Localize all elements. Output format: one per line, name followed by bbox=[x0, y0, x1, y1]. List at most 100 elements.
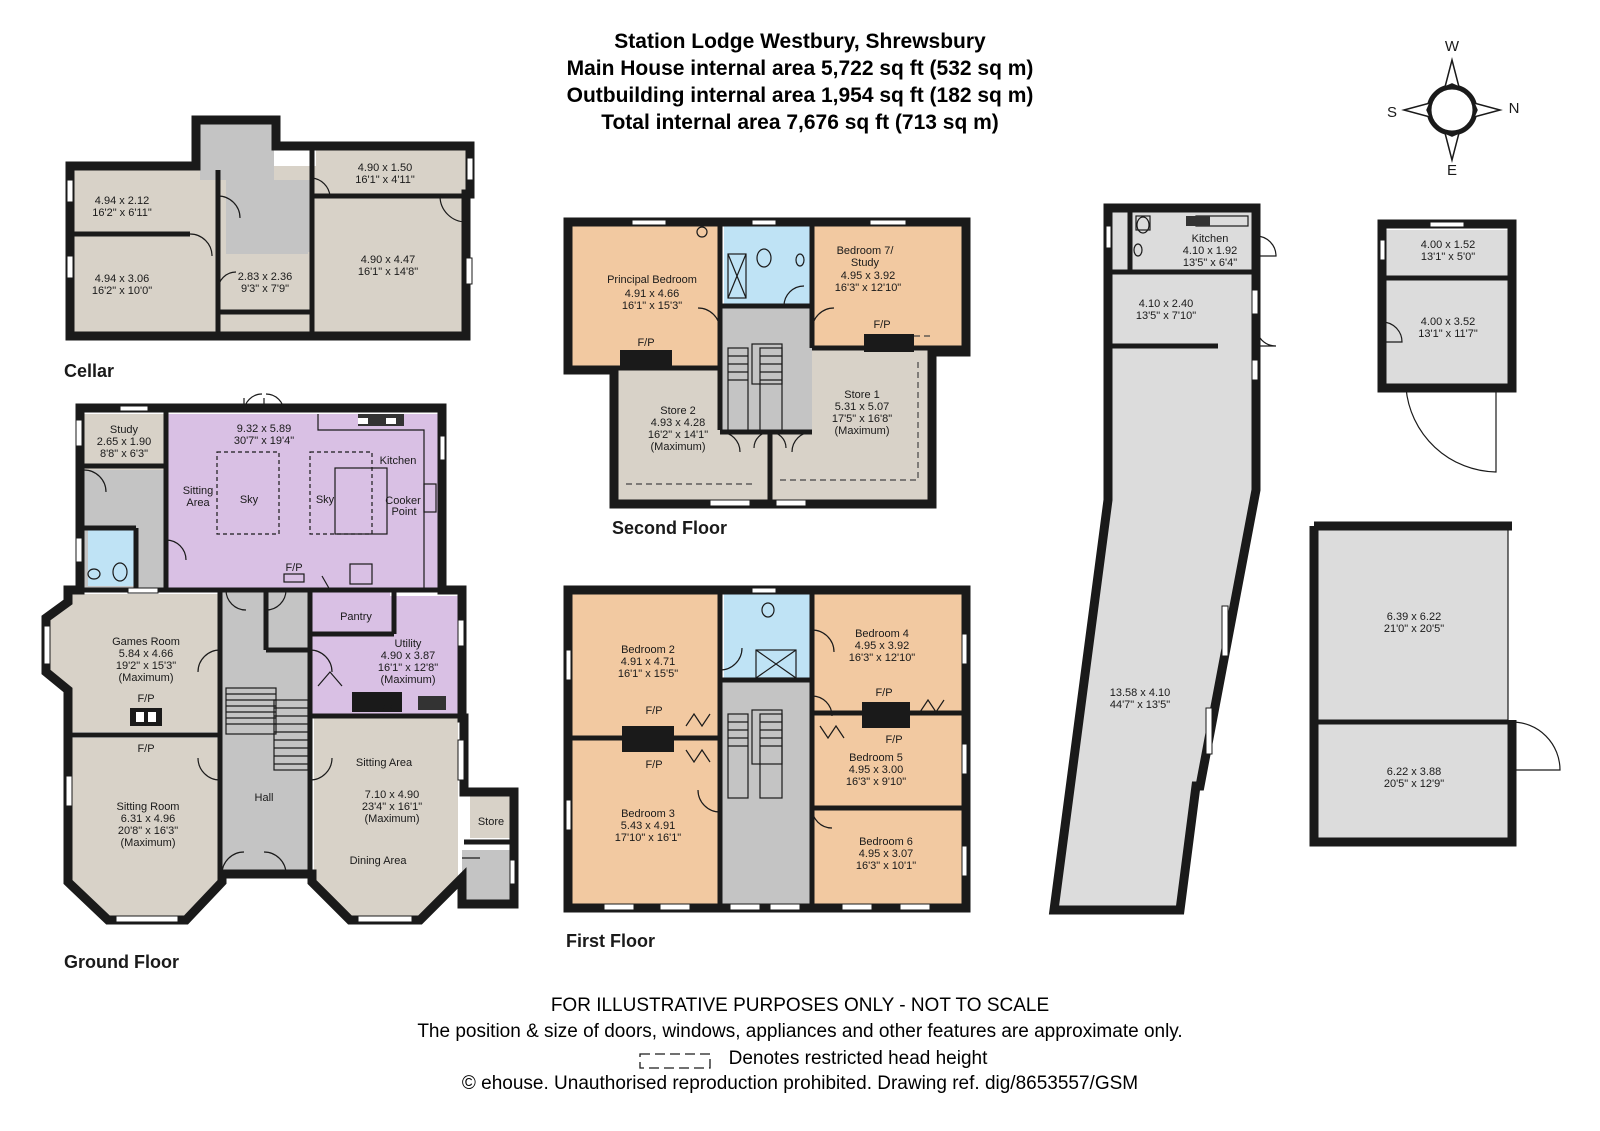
store-label: Store bbox=[478, 816, 504, 828]
sitting-area-note: (Maximum) bbox=[365, 813, 420, 825]
store-2-metric: 4.93 x 4.28 bbox=[651, 417, 705, 429]
compass-icon: W N S E bbox=[1387, 38, 1519, 179]
bedroom-2-name: Bedroom 2 bbox=[621, 644, 675, 656]
bedroom-2-imperial: 16'1" x 15'5" bbox=[618, 668, 678, 680]
store-2-note: (Maximum) bbox=[651, 441, 706, 453]
bedroom-2-fp-label: F/P bbox=[645, 705, 662, 717]
bedroom-4-metric: 4.95 x 3.92 bbox=[855, 640, 909, 652]
dining-area-label: Dining Area bbox=[350, 855, 408, 867]
store-1-name: Store 1 bbox=[844, 389, 879, 401]
hall-label: Hall bbox=[255, 792, 274, 804]
sitting-area-metric: 7.10 x 4.90 bbox=[365, 789, 419, 801]
bedroom-7-fp-label: F/P bbox=[873, 319, 890, 331]
ground-floor-plan: Study 2.65 x 1.90 8'8" x 6'3" 9.32 x 5.8… bbox=[41, 393, 519, 972]
sitting-room-metric: 6.31 x 4.96 bbox=[121, 813, 175, 825]
garage-top-imperial: 21'0" x 20'5" bbox=[1384, 623, 1444, 635]
utility-note: (Maximum) bbox=[381, 674, 436, 686]
principal-bedroom-metric: 4.91 x 4.66 bbox=[625, 288, 679, 300]
outbuilding-garage-plan: 6.39 x 6.22 21'0" x 20'5" 6.22 x 3.88 20… bbox=[1309, 521, 1561, 847]
games-room-name: Games Room bbox=[112, 636, 180, 648]
games-room-fp-label: F/P bbox=[137, 693, 154, 705]
cellar-plan: 4.94 x 2.12 16'2" x 6'11" 4.94 x 3.06 16… bbox=[64, 115, 475, 381]
cellar-room-1-metric: 4.94 x 2.12 bbox=[95, 195, 149, 207]
bedroom-7-name: Bedroom 7/ bbox=[837, 245, 895, 257]
pantry-label: Pantry bbox=[340, 611, 372, 623]
small-outbuilding-top-imperial: 13'1" x 5'0" bbox=[1421, 251, 1475, 263]
sitting-room-fp-label: F/P bbox=[137, 743, 154, 755]
bedroom-7-metric: 4.95 x 3.92 bbox=[841, 270, 895, 282]
bedroom-6-name: Bedroom 6 bbox=[859, 836, 913, 848]
study-metric: 2.65 x 1.90 bbox=[97, 436, 151, 448]
study-imperial: 8'8" x 6'3" bbox=[100, 448, 148, 460]
sitting-area-fp-label: F/P bbox=[375, 703, 392, 715]
outbuilding-room-metric: 4.10 x 2.40 bbox=[1139, 298, 1193, 310]
cellar-room-3-imperial: 9'3" x 7'9" bbox=[241, 283, 289, 295]
compass-south-label: S bbox=[1387, 104, 1397, 121]
approximate-note: The position & size of doors, windows, a… bbox=[417, 1021, 1183, 1042]
garage-bottom-imperial: 20'5" x 12'9" bbox=[1384, 778, 1444, 790]
cooker-label: Cooker bbox=[385, 495, 421, 507]
utility-name: Utility bbox=[395, 638, 422, 650]
bedroom-4-imperial: 16'3" x 12'10" bbox=[849, 652, 916, 664]
store-1-metric: 5.31 x 5.07 bbox=[835, 401, 889, 413]
restricted-height-legend: Denotes restricted head height bbox=[728, 1048, 988, 1069]
utility-metric: 4.90 x 3.87 bbox=[381, 650, 435, 662]
total-area: Total internal area 7,676 sq ft (713 sq … bbox=[601, 111, 999, 134]
bedroom-7-imperial: 16'3" x 12'10" bbox=[835, 282, 902, 294]
bedroom-3-name: Bedroom 3 bbox=[621, 808, 675, 820]
copyright-text: © ehouse. Unauthorised reproduction proh… bbox=[461, 1073, 1139, 1094]
sitting-room-imperial: 20'8" x 16'3" bbox=[118, 825, 178, 837]
bedroom-2-metric: 4.91 x 4.71 bbox=[621, 656, 675, 668]
games-room-imperial: 19'2" x 15'3" bbox=[116, 660, 176, 672]
kitchen-area-metric: 9.32 x 5.89 bbox=[237, 423, 291, 435]
store-2-imperial: 16'2" x 14'1" bbox=[648, 429, 708, 441]
kitchen-fp-label: F/P bbox=[285, 562, 302, 574]
outbuilding-kitchen-name: Kitchen bbox=[1192, 233, 1229, 245]
games-room-note: (Maximum) bbox=[119, 672, 174, 684]
ground-floor-label: Ground Floor bbox=[64, 952, 179, 972]
second-floor-plan: Principal Bedroom 4.91 x 4.66 16'1" x 15… bbox=[563, 217, 971, 538]
bedroom-3-imperial: 17'10" x 16'1" bbox=[615, 832, 682, 844]
kitchen-area-label: Area bbox=[186, 497, 210, 509]
bedroom-4-fp-label: F/P bbox=[875, 687, 892, 699]
cellar-room-5-imperial: 16'1" x 14'8" bbox=[358, 266, 418, 278]
bedroom-6-imperial: 16'3" x 10'1" bbox=[856, 860, 916, 872]
bedroom-5-imperial: 16'3" x 9'10" bbox=[846, 776, 906, 788]
store-1-imperial: 17'5" x 16'8" bbox=[832, 413, 892, 425]
cellar-room-4-imperial: 16'1" x 4'11" bbox=[355, 174, 415, 186]
cellar-room-2-imperial: 16'2" x 10'0" bbox=[92, 285, 152, 297]
outbuilding-main-metric: 13.58 x 4.10 bbox=[1110, 687, 1171, 699]
bedroom-5-name: Bedroom 5 bbox=[849, 752, 903, 764]
outbuilding-area: Outbuilding internal area 1,954 sq ft (1… bbox=[566, 84, 1034, 107]
page-title: Station Lodge Westbury, Shrewsbury bbox=[614, 30, 986, 53]
garage-top-metric: 6.39 x 6.22 bbox=[1387, 611, 1441, 623]
bedroom-7-name-study: Study bbox=[851, 257, 880, 269]
store-2-name: Store 2 bbox=[660, 405, 695, 417]
cellar-room-1-imperial: 16'2" x 6'11" bbox=[92, 207, 152, 219]
outbuilding-main-imperial: 44'7" x 13'5" bbox=[1110, 699, 1170, 711]
utility-imperial: 16'1" x 12'8" bbox=[378, 662, 438, 674]
compass-east-label: E bbox=[1447, 162, 1457, 179]
compass-north-label: N bbox=[1509, 100, 1520, 117]
principal-bedroom-name: Principal Bedroom bbox=[607, 274, 697, 286]
principal-bedroom-imperial: 16'1" x 15'3" bbox=[622, 300, 682, 312]
main-house-area: Main House internal area 5,722 sq ft (53… bbox=[566, 57, 1034, 80]
sitting-room-name: Sitting Room bbox=[117, 801, 180, 813]
outbuilding-small-plan: 4.00 x 1.52 13'1" x 5'0" 4.00 x 3.52 13'… bbox=[1377, 219, 1517, 473]
bedroom-5-metric: 4.95 x 3.00 bbox=[849, 764, 903, 776]
cellar-room-5-metric: 4.90 x 4.47 bbox=[361, 254, 415, 266]
small-outbuilding-bottom-imperial: 13'1" x 11'7" bbox=[1418, 328, 1478, 340]
principal-bedroom-fp-label: F/P bbox=[637, 337, 654, 349]
cellar-room-2-metric: 4.94 x 3.06 bbox=[95, 273, 149, 285]
cellar-room-3-metric: 2.83 x 2.36 bbox=[238, 271, 292, 283]
cellar-label: Cellar bbox=[64, 361, 114, 381]
small-outbuilding-top-metric: 4.00 x 1.52 bbox=[1421, 239, 1475, 251]
compass-west-label: W bbox=[1445, 38, 1460, 55]
outbuilding-room-imperial: 13'5" x 7'10" bbox=[1136, 310, 1196, 322]
sky-label-1: Sky bbox=[240, 494, 259, 506]
bedroom-6-metric: 4.95 x 3.07 bbox=[859, 848, 913, 860]
restricted-height-legend-icon bbox=[639, 1053, 711, 1069]
kitchen-sitting-label: Sitting bbox=[183, 485, 214, 497]
cooker-point-label: Point bbox=[391, 506, 416, 518]
garage-bottom-metric: 6.22 x 3.88 bbox=[1387, 766, 1441, 778]
